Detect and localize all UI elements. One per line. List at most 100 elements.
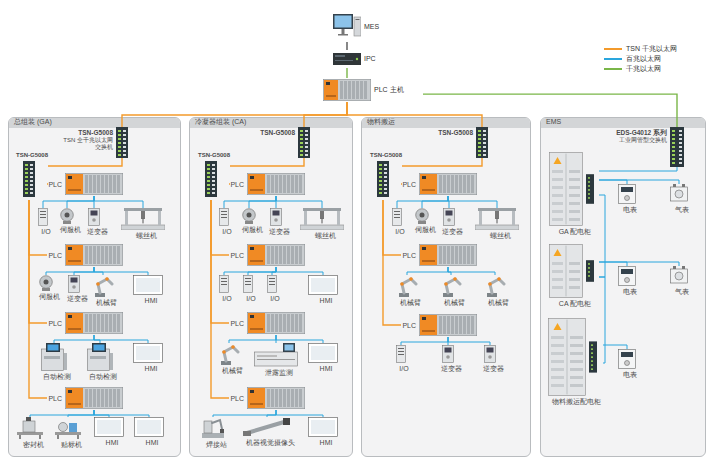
rect-part	[283, 314, 286, 332]
rect-part	[250, 247, 254, 250]
network-link	[599, 167, 677, 171]
rect-part	[552, 202, 563, 205]
rect-part	[118, 146, 121, 148]
path-part	[554, 249, 562, 256]
text-group: 机械臂	[90, 298, 117, 307]
rect-part	[679, 158, 682, 160]
network-node: TSN-G5008	[364, 150, 402, 200]
device-node: 机械臂	[89, 275, 118, 307]
node-label: PLC	[230, 395, 244, 403]
rect-part	[247, 244, 304, 265]
node-label: HMI	[145, 297, 158, 305]
network-link	[94, 335, 100, 343]
rect-part	[207, 188, 210, 190]
hmi-icon	[134, 417, 164, 437]
rect-part	[384, 184, 387, 186]
text-group: HMI	[139, 296, 158, 305]
rect-part	[123, 150, 126, 152]
rect-part	[271, 246, 274, 264]
servo-icon	[39, 275, 53, 291]
device-node: 机械臂	[436, 275, 466, 307]
text-group: 逆变器	[81, 227, 108, 236]
legend-text: 百兆以太网	[626, 54, 661, 64]
rect-part	[68, 247, 72, 250]
arm-icon	[440, 275, 462, 297]
rect-part	[267, 175, 270, 193]
network-link	[94, 267, 148, 275]
plc-icon	[65, 173, 123, 195]
network-link	[249, 196, 276, 208]
rect-part	[467, 246, 470, 264]
network-link	[276, 196, 322, 208]
network-link	[224, 196, 276, 208]
rect-part	[679, 130, 682, 132]
arm-icon	[396, 275, 418, 297]
network-link	[402, 158, 482, 166]
circle-part	[247, 213, 252, 218]
rect-part	[588, 271, 590, 273]
io-icon	[219, 275, 229, 293]
rect-part	[269, 284, 275, 285]
rect-part	[68, 260, 81, 262]
node-label: EDS-G4012 系列	[600, 129, 667, 137]
circle-part	[488, 355, 492, 359]
node-label: 逆变器	[87, 228, 108, 236]
rect-part	[69, 276, 80, 293]
node-label: HMI	[106, 439, 119, 447]
rect-part	[30, 180, 33, 182]
text-group: TSN-G5008	[416, 127, 473, 137]
text-group: MES	[364, 23, 379, 31]
text-group: 螺丝机	[130, 231, 157, 240]
device-node: 伺服机	[53, 208, 81, 238]
rect-part	[30, 176, 33, 178]
plc-icon	[247, 387, 305, 409]
network-link	[422, 196, 448, 208]
rect-part	[243, 431, 251, 436]
path-part	[98, 279, 112, 293]
rect-part	[105, 314, 108, 332]
network-node: PLC	[229, 172, 305, 196]
rect-part	[356, 19, 360, 20]
node-label: 电表	[623, 206, 637, 214]
rect-part	[300, 146, 303, 148]
text-group: PLC	[42, 394, 62, 403]
text-group: 物料搬运	[361, 117, 531, 126]
rect-part	[672, 150, 675, 152]
network-node: TSN-G5008	[238, 127, 310, 158]
node-label: 机器视觉摄像头	[246, 439, 295, 447]
node-label: EMS	[546, 118, 706, 126]
sw-icon	[116, 127, 128, 158]
path-part	[554, 157, 562, 164]
sw-icon	[298, 127, 310, 158]
rect-part	[397, 346, 406, 363]
circle-part	[105, 277, 109, 281]
rect-part	[285, 345, 294, 351]
rect-part	[463, 246, 466, 264]
io-icon	[392, 208, 402, 226]
rect-part	[95, 418, 124, 437]
rect-part	[619, 267, 636, 286]
rect-part	[279, 389, 282, 407]
rect-part	[588, 263, 590, 265]
rect-part	[267, 246, 270, 264]
rect-part	[268, 276, 277, 293]
network-link	[383, 200, 401, 325]
node-label: 电表	[623, 288, 637, 296]
rect-part	[85, 314, 88, 332]
circle-part	[59, 423, 68, 432]
rect-part	[65, 244, 122, 265]
rect-part	[352, 81, 355, 99]
path-part	[247, 422, 284, 433]
rect-part	[475, 225, 519, 230]
leak-icon	[254, 343, 298, 367]
rect-part	[422, 260, 435, 262]
zone-panel: 冷凝器组装 (CA)TSN-G5008TSN-G5008PLCI/O伺服机逆变器…	[189, 117, 353, 457]
rect-part	[30, 192, 33, 194]
rect-part	[311, 346, 335, 360]
rect-part	[245, 221, 253, 224]
rect-part	[275, 175, 278, 193]
circle-part	[231, 345, 235, 349]
rect-part	[97, 175, 100, 193]
rect-part	[65, 312, 122, 333]
rect-part	[68, 390, 72, 393]
